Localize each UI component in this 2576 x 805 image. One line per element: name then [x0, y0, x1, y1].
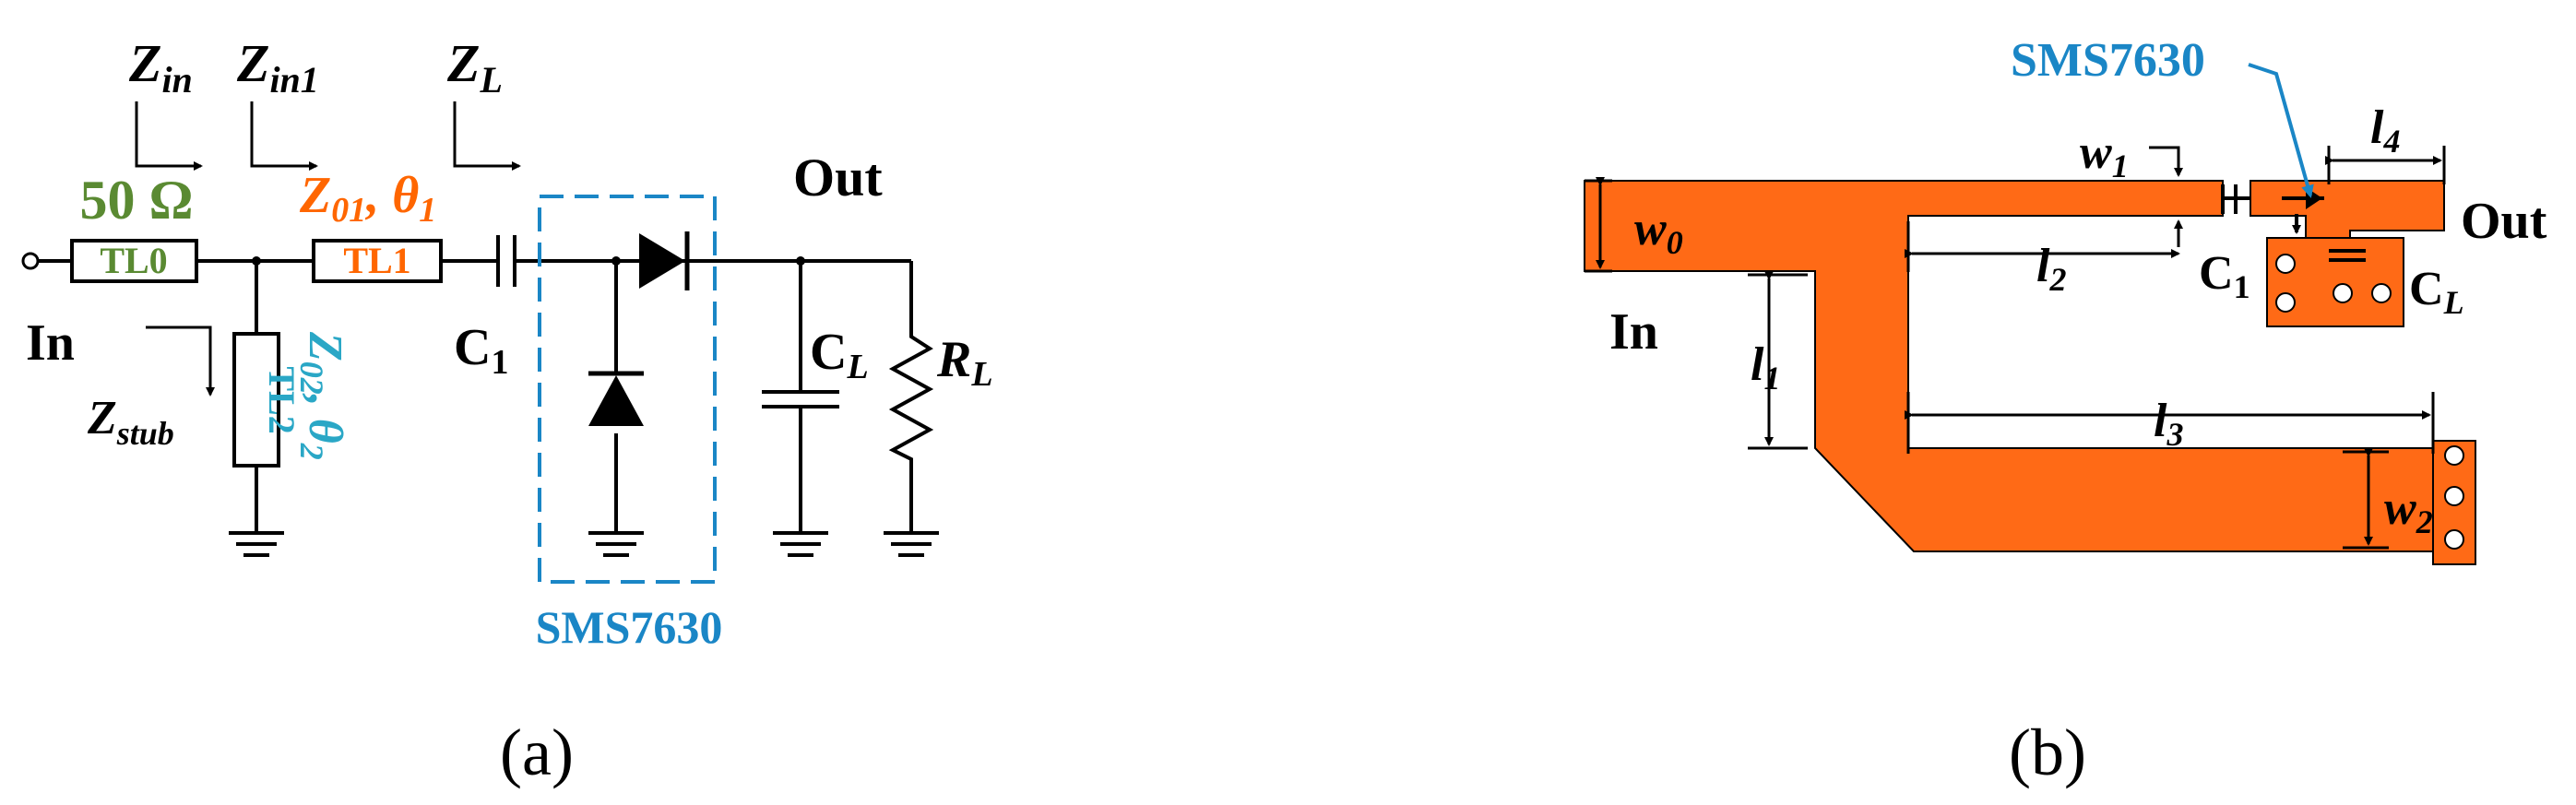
caption-a: (a)	[500, 716, 574, 789]
schematic-wires	[38, 259, 913, 533]
ground-icon	[884, 531, 939, 557]
shunt-diode-icon	[588, 371, 644, 426]
layout-panel: SMS7630 w0 w1 l1 l2 l3 l4 w2 C1 CL In Ou…	[1584, 34, 2547, 789]
tl0-block	[70, 239, 198, 283]
output-label: Out	[793, 148, 883, 207]
w1-label: w1	[2080, 126, 2129, 184]
layout-c1-label: C1	[2199, 247, 2250, 305]
tl1-params-label: Z01, θ1	[299, 167, 436, 230]
tl2-params-label: Z02, θ2	[293, 331, 351, 460]
input-label: In	[26, 314, 75, 372]
c1-label: C1	[454, 319, 508, 382]
tl0-label: TL0	[100, 240, 167, 281]
via-icon	[2275, 254, 2464, 550]
layout-c1-capacitor-icon	[2221, 184, 2250, 214]
cl-label: CL	[810, 324, 869, 386]
schematic-panel: Zin Zin1 ZL Zstub In TL0 50 Ω TL1 Z	[21, 33, 993, 789]
layout-input-label: In	[1609, 303, 1658, 361]
rl-label: RL	[936, 331, 993, 394]
layout-cl-capacitor-icon	[2329, 249, 2366, 262]
tl2-label: TL2	[261, 366, 303, 433]
part-callout-arrow	[2248, 63, 2314, 198]
tl0-impedance-label: 50 Ω	[79, 170, 193, 231]
z-stub-arrow	[146, 326, 215, 397]
junction-dot	[611, 256, 621, 266]
layout-part-label: SMS7630	[2011, 34, 2205, 87]
l2-label: l2	[2036, 240, 2066, 298]
l4-label: l4	[2370, 101, 2400, 160]
tl1-label: TL1	[343, 240, 410, 281]
tl2-block	[232, 332, 280, 468]
z-stub-label: Zstub	[87, 392, 174, 452]
junction-dot	[252, 256, 261, 266]
diode-part-label: SMS7630	[536, 601, 723, 653]
ground-icon	[229, 531, 284, 557]
z-l-arrow	[453, 101, 521, 171]
series-diode-icon	[639, 231, 690, 290]
layout-output-label: Out	[2461, 193, 2547, 250]
layout-cl-label: CL	[2409, 263, 2464, 321]
c1-capacitor-icon	[496, 235, 516, 287]
tl1-block	[312, 239, 443, 283]
z-in1-label: Zin1	[236, 33, 319, 101]
z-l-label: ZL	[446, 33, 503, 101]
l3-label: l3	[2154, 395, 2183, 453]
input-port-icon	[21, 252, 40, 270]
l1-label: l1	[1751, 338, 1780, 397]
w0-label: w0	[1634, 203, 1683, 261]
ground-icon	[588, 531, 644, 557]
z-in-label: Zin	[128, 33, 193, 101]
ground-icon	[773, 531, 828, 557]
junction-dot	[796, 256, 805, 266]
dimension-lines	[1585, 146, 2446, 550]
caption-b: (b)	[2009, 716, 2086, 789]
z-in1-arrow	[250, 101, 318, 171]
w2-label: w2	[2384, 482, 2433, 540]
cl-capacitor-icon	[762, 390, 839, 408]
diode-package-outline	[538, 195, 717, 584]
z-in-arrow	[135, 101, 203, 171]
rl-resistor-icon	[888, 323, 934, 470]
